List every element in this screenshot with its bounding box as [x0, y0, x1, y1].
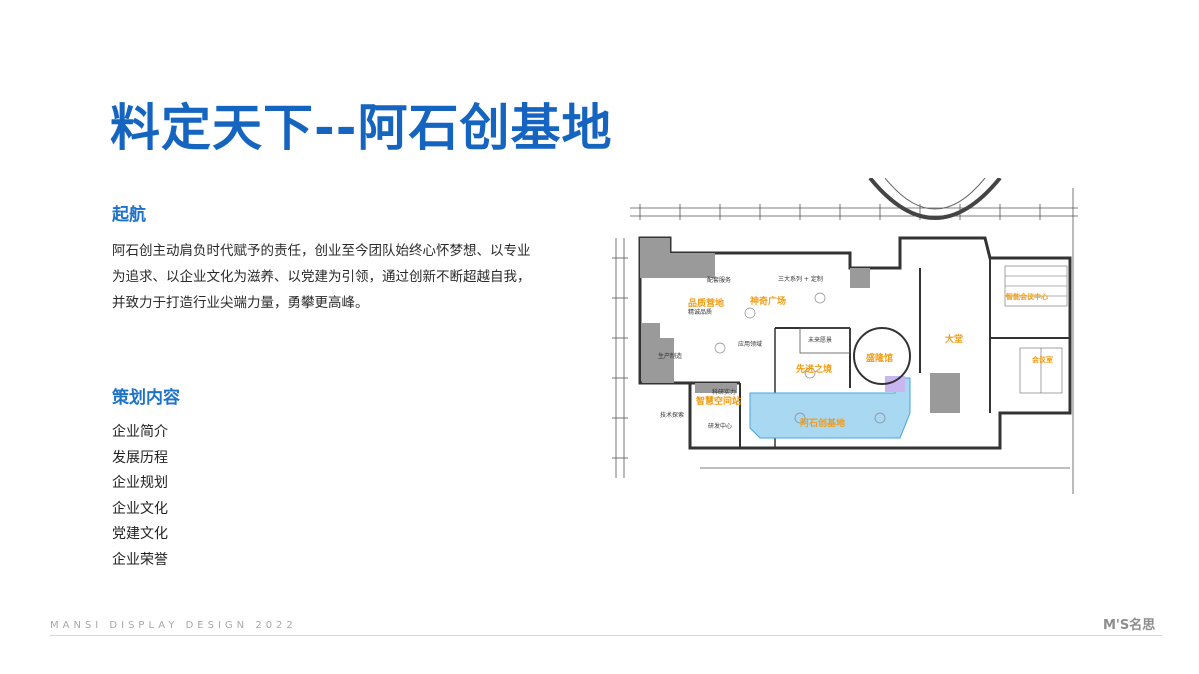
seating-grid	[1004, 265, 1068, 394]
curved-entrance-inner	[884, 178, 986, 210]
area-label: 应用领域	[738, 340, 762, 348]
area-label: 未来愿景	[808, 336, 832, 344]
zone-label: 神奇广场	[750, 295, 786, 307]
display-points	[714, 292, 886, 424]
wall-blocks	[640, 238, 960, 413]
area-label: 生产制造	[658, 352, 682, 360]
footer-text: MANSI DISPLAY DESIGN 2022	[50, 620, 297, 631]
list-item: 企业简介	[112, 424, 168, 440]
intro-line: 为追求、以企业文化为滋养、以党建为引领，通过创新不断超越自我，	[112, 269, 531, 285]
zone-label: 品质营地	[688, 297, 724, 309]
round-room	[853, 327, 911, 385]
vision-box	[799, 327, 851, 354]
list-item: 党建文化	[112, 526, 168, 542]
footer-divider	[50, 635, 1162, 636]
area-label: 技术探索	[660, 411, 684, 419]
small-highlight	[885, 376, 905, 392]
area-label: 配套服务	[707, 276, 731, 284]
brand-logo: M'S名思	[1103, 618, 1156, 633]
area-label: 科研实力	[712, 388, 736, 396]
area-label: 三大系列 + 定制	[778, 275, 823, 283]
planning-list: 企业简介 发展历程 企业规划 企业文化 党建文化 企业荣誉	[112, 420, 168, 573]
list-item: 企业规划	[112, 475, 168, 491]
zone-label: 盛隆馆	[866, 352, 893, 364]
area-label: 精诚品质	[688, 308, 712, 316]
list-item: 企业文化	[112, 500, 168, 517]
curved-entrance	[868, 178, 1002, 220]
zone-label: 大堂	[945, 333, 963, 345]
dimension-lines	[615, 188, 1078, 494]
area-labels: 配套服务 三大系列 + 定制 精诚品质 应用领域 未来愿景 科研实力 技术探索 …	[658, 275, 832, 430]
zone-label: 智能会议中心	[1006, 292, 1048, 301]
floor-plan: 品质营地 神奇广场 先进之境 智慧空间站 阿石创基地 盛隆馆 大堂 智能会议中心…	[612, 178, 1078, 494]
list-item: 企业荣誉	[112, 551, 168, 568]
intro-line: 阿石创主动肩负时代赋予的责任，创业至今团队始终心怀梦想、以专业	[112, 243, 531, 259]
zone-label: 阿石创基地	[800, 417, 845, 429]
intro-paragraph: 阿石创主动肩负时代赋予的责任，创业至今团队始终心怀梦想、以专业 为追求、以企业文…	[112, 238, 560, 316]
intro-line: 并致力于打造行业尖端力量，勇攀更高峰。	[112, 295, 369, 311]
intro-heading: 起航	[112, 205, 146, 225]
zone-labels: 品质营地 神奇广场 先进之境 智慧空间站 阿石创基地 盛隆馆 大堂 智能会议中心…	[688, 292, 1053, 429]
zone-label: 智慧空间站	[696, 395, 741, 407]
zone-label: 会议室	[1032, 355, 1053, 364]
planning-heading: 策划内容	[112, 388, 180, 408]
area-label: 研发中心	[708, 422, 732, 430]
page-title: 料定天下--阿石创基地	[110, 99, 613, 157]
list-item: 发展历程	[112, 449, 168, 466]
zone-label: 先进之境	[796, 363, 832, 375]
